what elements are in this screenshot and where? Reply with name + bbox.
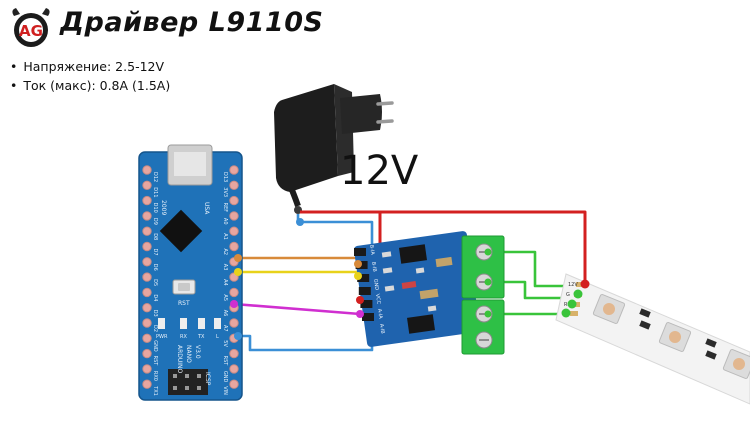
driver-header-pin xyxy=(357,274,370,282)
nano-pin-label: D9 xyxy=(152,218,158,225)
arduino-led-l: L xyxy=(216,334,219,340)
nano-pin-pad xyxy=(142,318,152,328)
nano-pin-label: D12 xyxy=(152,172,158,182)
screw-terminals xyxy=(461,235,505,355)
driver-label-bib: B-IB xyxy=(370,261,377,272)
nano-pin-label: A4 xyxy=(222,279,228,286)
nano-pin-pad xyxy=(229,241,239,252)
driver-header-pin xyxy=(362,313,374,321)
nano-pin-label: RST xyxy=(152,356,158,367)
arduino-name-line2: NANO xyxy=(185,345,192,363)
nano-pin-label: GND xyxy=(152,340,158,352)
arduino-icsp-label: ICSP xyxy=(204,372,211,386)
arduino-year-label: 2009 xyxy=(160,200,167,215)
strip-pad-12v: 12V xyxy=(568,282,578,288)
driver-label-gnd: GND xyxy=(372,278,380,290)
nano-pin-label: RST xyxy=(222,356,228,367)
nano-pin-pad xyxy=(142,379,152,389)
l9110s-driver-board: B-IA B-IB GND VCC A-IA A-IB xyxy=(353,231,481,347)
rgb-led-strip: 12V G R B xyxy=(555,273,750,405)
ag-logo: AG xyxy=(12,8,50,47)
nano-pin-pad xyxy=(142,348,152,359)
strip-pad-g: G xyxy=(566,292,570,298)
arduino-rst-label: RST xyxy=(178,300,190,307)
nano-pin-label: D3 xyxy=(152,310,158,317)
strip-pad-r: R xyxy=(564,302,568,308)
nano-pin-pad xyxy=(142,333,152,343)
nano-pin-pad xyxy=(229,226,239,236)
nano-pin-label: A1 xyxy=(222,233,228,240)
nano-pin-label: D6 xyxy=(152,264,158,271)
nano-pin-pad xyxy=(142,195,152,206)
nano-pin-pad xyxy=(229,348,239,359)
nano-pin-pad xyxy=(142,165,152,175)
adapter-voltage-label: 12V xyxy=(340,148,419,194)
logo-text: AG xyxy=(19,22,43,40)
nano-pin-label: D11 xyxy=(152,187,158,197)
nano-pin-label: 5V xyxy=(222,340,228,347)
nano-pin-label: REF xyxy=(222,203,228,213)
nano-pin-pad xyxy=(142,226,152,236)
driver-label-aia: A-IA xyxy=(376,308,383,319)
nano-pin-label: VIN xyxy=(222,386,228,395)
nano-pin-pad xyxy=(142,364,152,374)
arduino-led-rx: RX xyxy=(180,334,187,340)
nano-pin-pad xyxy=(229,180,239,191)
connection-dots xyxy=(230,218,590,340)
nano-pin-pad xyxy=(142,180,152,191)
nano-pin-label: D5 xyxy=(152,279,158,286)
nano-pin-pad xyxy=(142,303,152,313)
arduino-name-line3: V3.0 xyxy=(194,345,201,359)
driver-header-pin xyxy=(358,287,371,295)
driver-label-bia: B-IA xyxy=(368,244,375,255)
nano-pin-label: A2 xyxy=(222,249,228,256)
arduino-led-pwr: PWR xyxy=(156,334,168,340)
nano-pin-pad xyxy=(142,287,152,298)
nano-pin-label: D13 xyxy=(222,172,228,182)
arduino-led-tx: TX xyxy=(197,334,205,340)
arduino-name-line1: ARDUINO xyxy=(176,345,183,374)
nano-pin-label: TX1 xyxy=(152,385,158,396)
driver-label-aib: A-IB xyxy=(378,323,385,334)
nano-pin-pad xyxy=(142,211,152,221)
nano-pin-label: A5 xyxy=(222,294,228,301)
nano-pin-pad xyxy=(142,257,152,267)
spec-voltage: Напряжение: 2.5-12V xyxy=(10,57,170,76)
nano-pin-pad xyxy=(142,241,152,252)
driver-header-pin xyxy=(354,248,366,256)
nano-pin-label: A7 xyxy=(222,325,228,332)
nano-pin-label: RX0 xyxy=(152,371,158,381)
nano-pin-pad xyxy=(142,272,152,282)
nano-pin-pad xyxy=(229,195,239,206)
power-adapter xyxy=(274,84,394,214)
arduino-usa-label: USA xyxy=(203,202,210,215)
nano-pin-pad xyxy=(229,318,239,328)
nano-pin-pad xyxy=(229,287,239,298)
nano-pin-label: GND xyxy=(222,371,228,383)
nano-pin-label: D7 xyxy=(152,249,158,256)
driver-header-pin xyxy=(360,300,373,308)
page-title: Драйвер L9110S xyxy=(60,7,324,38)
nano-pin-label: A6 xyxy=(222,310,228,317)
nano-pin-label: D2 xyxy=(152,325,158,332)
nano-pin-label: 3V3 xyxy=(222,187,228,197)
nano-pin-pad xyxy=(229,379,239,389)
nano-pin-pad xyxy=(229,165,239,175)
nano-pin-label: D8 xyxy=(152,233,158,240)
spec-current: Ток (макс): 0.8A (1.5A) xyxy=(10,76,170,95)
nano-pin-pad xyxy=(229,211,239,221)
nano-pin-label: D4 xyxy=(152,294,158,301)
nano-pin-label: D10 xyxy=(152,203,158,213)
spec-list: Напряжение: 2.5-12V Ток (макс): 0.8A (1.… xyxy=(10,57,170,95)
driver-label-vcc: VCC xyxy=(374,293,381,305)
nano-pin-label: A3 xyxy=(222,264,228,271)
nano-pin-pad xyxy=(229,364,239,374)
nano-pin-label: A0 xyxy=(222,218,228,225)
